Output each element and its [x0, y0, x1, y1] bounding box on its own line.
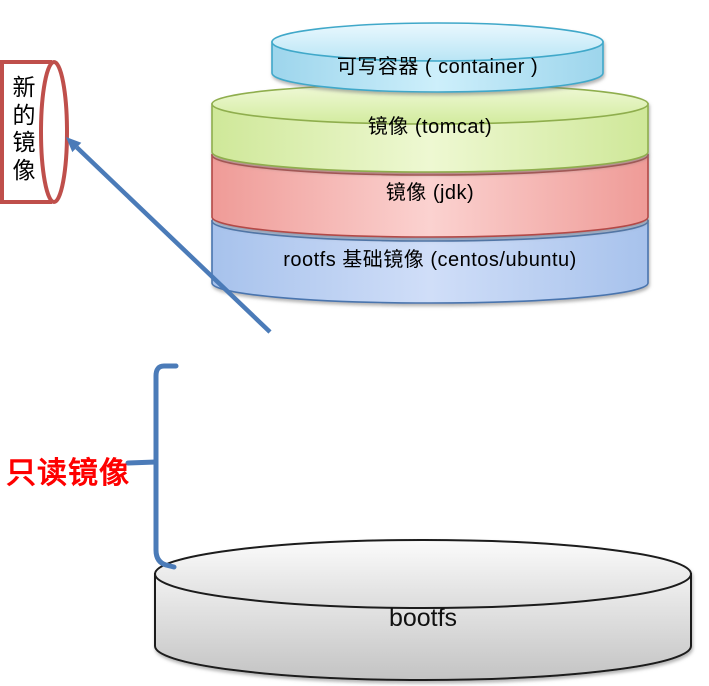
new-image-cylinder	[0, 60, 69, 204]
container-layer-cylinder	[271, 22, 604, 93]
bootfs-cylinder	[154, 539, 692, 681]
readonly-label: 只读镜像	[6, 457, 130, 490]
jdk-layer-label: 镜像 (jdk)	[385, 182, 475, 204]
merge-arrow	[66, 137, 272, 334]
rootfs-layer-label: rootfs 基础镜像 (centos/ubuntu)	[283, 249, 577, 271]
tomcat-layer-cylinder	[211, 83, 649, 173]
new-image-label: 新的镜像	[12, 74, 36, 183]
readonly-brace	[125, 363, 179, 570]
container-layer-label: 可写容器 ( container )	[336, 56, 539, 78]
tomcat-layer-label: 镜像 (tomcat)	[367, 116, 493, 138]
bootfs-label: bootfs	[388, 604, 458, 632]
